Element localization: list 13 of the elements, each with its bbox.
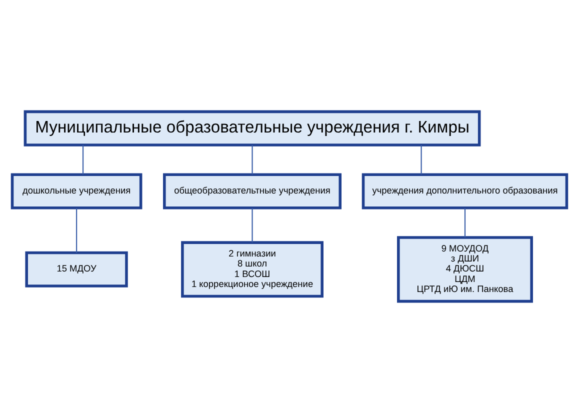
node-box: Муниципальные образовательные учреждения г. Кимры [24,110,481,146]
node-box: учреждения дополнительного образования [362,173,568,210]
node-box: 15 МДОУ [25,251,128,288]
node-box: 9 МОУДОД з ДШИ 4 ДЮСШ ЦДМ ЦРТД иЮ им. Панкова [397,236,533,303]
node-box: дошкольные учреждения [10,173,142,210]
node-box: общеобразовательтные учреждения [163,173,342,210]
connector [420,145,422,174]
node-box: 2 гимназии 8 школ 1 ВСОШ 1 коррекционое учреждение [181,241,324,298]
connector [252,145,253,174]
connector [464,208,466,238]
connector [76,208,78,253]
connector [252,208,253,242]
connector [82,145,84,174]
